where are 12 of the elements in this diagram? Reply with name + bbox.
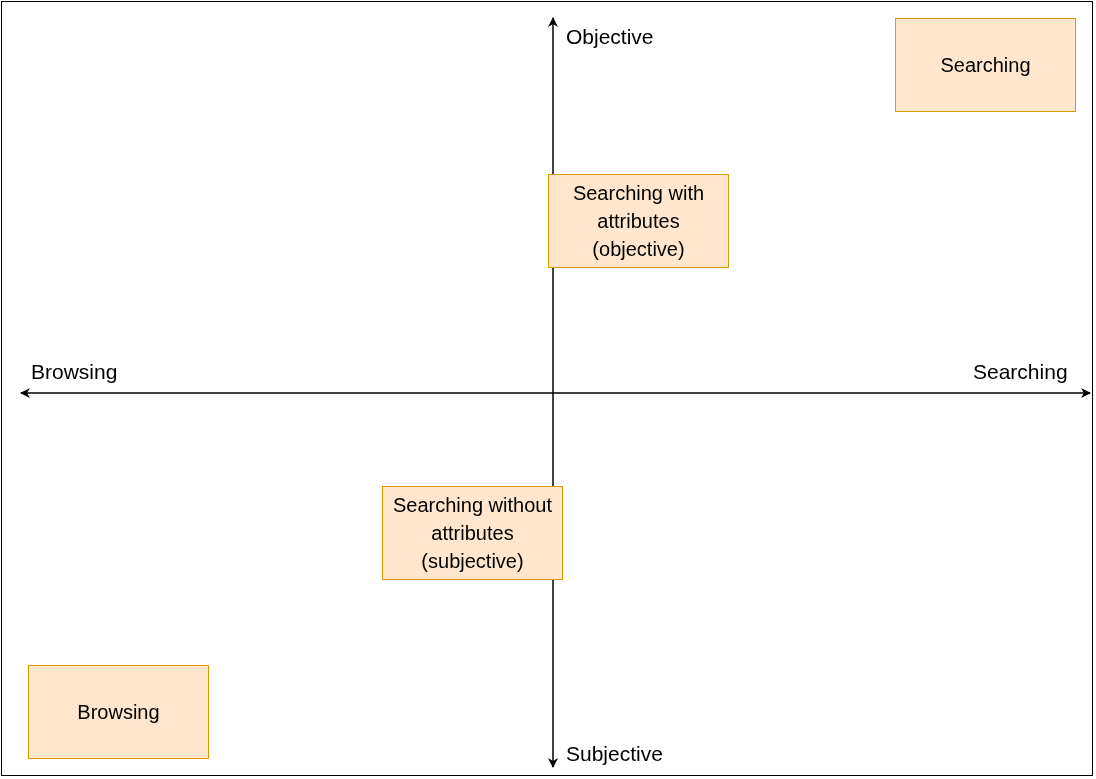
quadrant-box [28, 665, 209, 759]
quadrant-box [382, 486, 563, 580]
axis-label: Searching [973, 360, 1068, 384]
axis-label: Browsing [31, 360, 118, 384]
box-text: Searching without attributes (subjective) [393, 494, 552, 572]
box-text: Searching [940, 54, 1031, 76]
axis-label: Objective [566, 25, 654, 49]
box-text: Browsing [77, 701, 160, 723]
box-text: Searching with attributes (objective) [572, 182, 705, 260]
quadrant-box [895, 18, 1076, 112]
axis-label: Subjective [566, 742, 663, 766]
quadrant-box [548, 174, 729, 268]
